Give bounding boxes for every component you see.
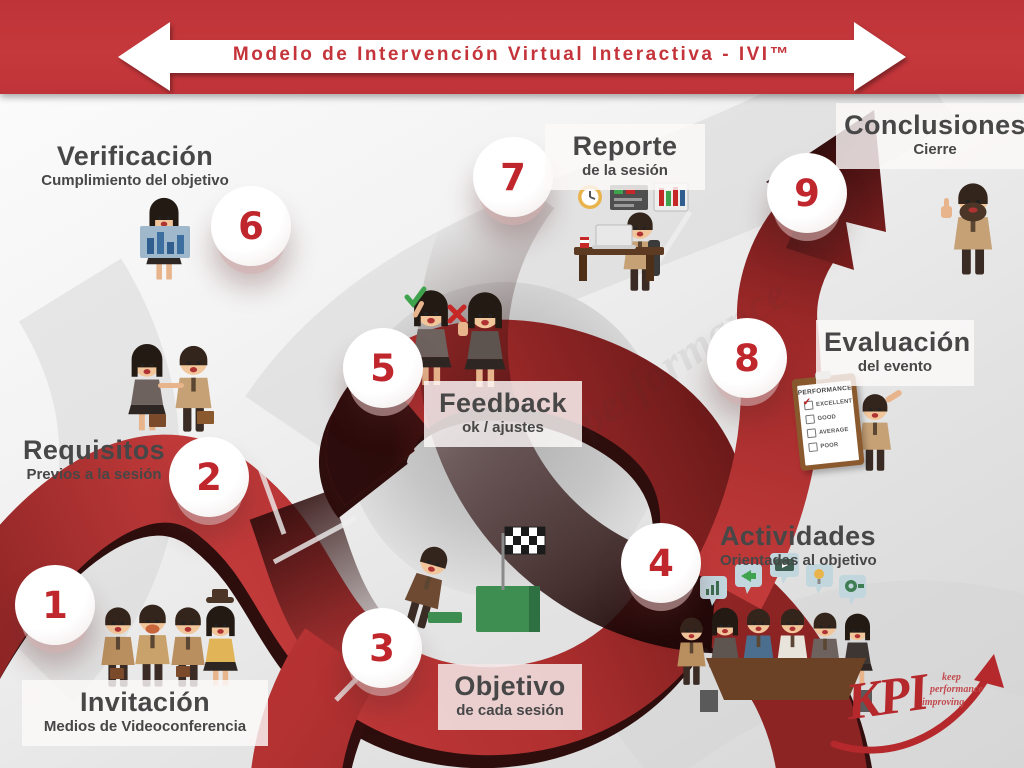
step-9-title: Conclusiones bbox=[844, 110, 1024, 140]
step-6-label: Verificación Cumplimiento del objetivo bbox=[28, 141, 242, 191]
clipboard-item-label: EXCELLENT bbox=[815, 397, 853, 408]
step-3-title: Objetivo bbox=[454, 671, 566, 701]
step-6-subtitle: Cumplimiento del objetivo bbox=[41, 172, 229, 190]
clipboard-header: PERFORMANCE bbox=[797, 384, 853, 397]
clipboard-item-label: GOOD bbox=[817, 413, 837, 422]
step-3-illustration-goal bbox=[398, 526, 546, 632]
clipboard-item-label: AVERAGE bbox=[818, 426, 849, 436]
step-2-subtitle: Previos a la sesión bbox=[26, 466, 162, 484]
kpi-tagline-line: keep bbox=[942, 672, 961, 683]
step-2-illustration-handshake bbox=[128, 344, 214, 432]
bar-chart-icon bbox=[140, 226, 190, 258]
step-9-marker: 9 bbox=[767, 153, 847, 233]
step-9-label: Conclusiones Cierre bbox=[836, 103, 1024, 169]
step-8-subtitle: del evento bbox=[857, 358, 933, 376]
checkbox-icon bbox=[806, 428, 817, 439]
x-icon bbox=[447, 304, 467, 324]
step-8-title: Evaluación bbox=[824, 327, 971, 357]
step-9-illustration-thumbs-up bbox=[941, 183, 993, 275]
clipboard-item-label: POOR bbox=[820, 441, 839, 450]
step-6-title: Verificación bbox=[56, 141, 214, 171]
step-1-illustration-videoconference-team bbox=[101, 589, 238, 687]
step-3-label: Objetivo de cada sesión bbox=[438, 664, 582, 730]
step-3-marker: 3 bbox=[342, 608, 422, 688]
clipboard-row-average: AVERAGE bbox=[806, 424, 857, 439]
checkbox-icon bbox=[808, 442, 818, 453]
laptop-icon bbox=[592, 224, 636, 249]
step-8-label: Evaluación del evento bbox=[816, 320, 974, 386]
check-icon: ✔ bbox=[802, 396, 812, 409]
check-icon bbox=[404, 286, 427, 309]
step-6-marker: 6 bbox=[211, 186, 291, 266]
step-5-marker: 5 bbox=[343, 328, 423, 408]
step-2-label: Requisitos Previos a la sesión bbox=[6, 435, 182, 485]
step-7-subtitle: de la sesión bbox=[582, 162, 668, 180]
step-7-illustration-report bbox=[574, 182, 689, 291]
step-4-title: Actividades bbox=[720, 521, 876, 551]
step-7-marker: 7 bbox=[473, 137, 553, 217]
kpi-tagline-line: performance bbox=[930, 684, 983, 695]
step-5-title: Feedback bbox=[439, 388, 567, 418]
performance-clipboard: PERFORMANCE ✔ EXCELLENT GOOD AVERAGE POO… bbox=[791, 370, 865, 472]
step-2-title: Requisitos bbox=[22, 435, 166, 465]
step-1-marker: 1 bbox=[15, 565, 95, 645]
kpi-logo: KPI keep performance improving bbox=[826, 640, 1018, 762]
step-1-subtitle: Medios de Videoconferencia bbox=[43, 718, 247, 736]
step-6-illustration-verification bbox=[140, 197, 190, 280]
step-4-label: Actividades Orientadas al objetivo bbox=[720, 521, 890, 571]
clipboard-row-good: GOOD bbox=[805, 410, 855, 425]
step-4-marker: 4 bbox=[621, 523, 701, 603]
clipboard-row-excellent: ✔ EXCELLENT bbox=[802, 396, 854, 411]
kpi-logo-text: KPI bbox=[842, 663, 931, 732]
step-4-subtitle: Orientadas al objetivo bbox=[720, 552, 877, 570]
step-7-label: Reporte de la sesión bbox=[545, 124, 705, 190]
checkbox-icon bbox=[805, 414, 816, 425]
step-1-title: Invitación bbox=[79, 687, 211, 717]
step-5-subtitle: ok / ajustes bbox=[462, 419, 544, 437]
step-8-marker: 8 bbox=[707, 318, 787, 398]
clipboard-sheet: PERFORMANCE ✔ EXCELLENT GOOD AVERAGE POO… bbox=[797, 380, 860, 466]
step-7-title: Reporte bbox=[572, 131, 678, 161]
road-segment-gaps bbox=[249, 210, 693, 702]
checkbox-icon: ✔ bbox=[802, 396, 814, 411]
step-5-label: Feedback ok / ajustes bbox=[424, 381, 582, 447]
kpi-tagline-line: improving bbox=[922, 697, 965, 708]
step-1-label: Invitación Medios de Videoconferencia bbox=[22, 680, 268, 746]
step-8-illustration-evaluator bbox=[858, 390, 902, 471]
banner-title: Modelo de Intervención Virtual Interacti… bbox=[232, 44, 792, 65]
checkered-flag-icon bbox=[504, 526, 546, 555]
step-3-subtitle: de cada sesión bbox=[456, 702, 564, 720]
thumb-up-icon bbox=[941, 198, 952, 218]
title-banner: Modelo de Intervención Virtual Interacti… bbox=[0, 0, 1024, 94]
step-9-subtitle: Cierre bbox=[913, 141, 957, 159]
clipboard-row-poor: POOR bbox=[808, 438, 858, 453]
